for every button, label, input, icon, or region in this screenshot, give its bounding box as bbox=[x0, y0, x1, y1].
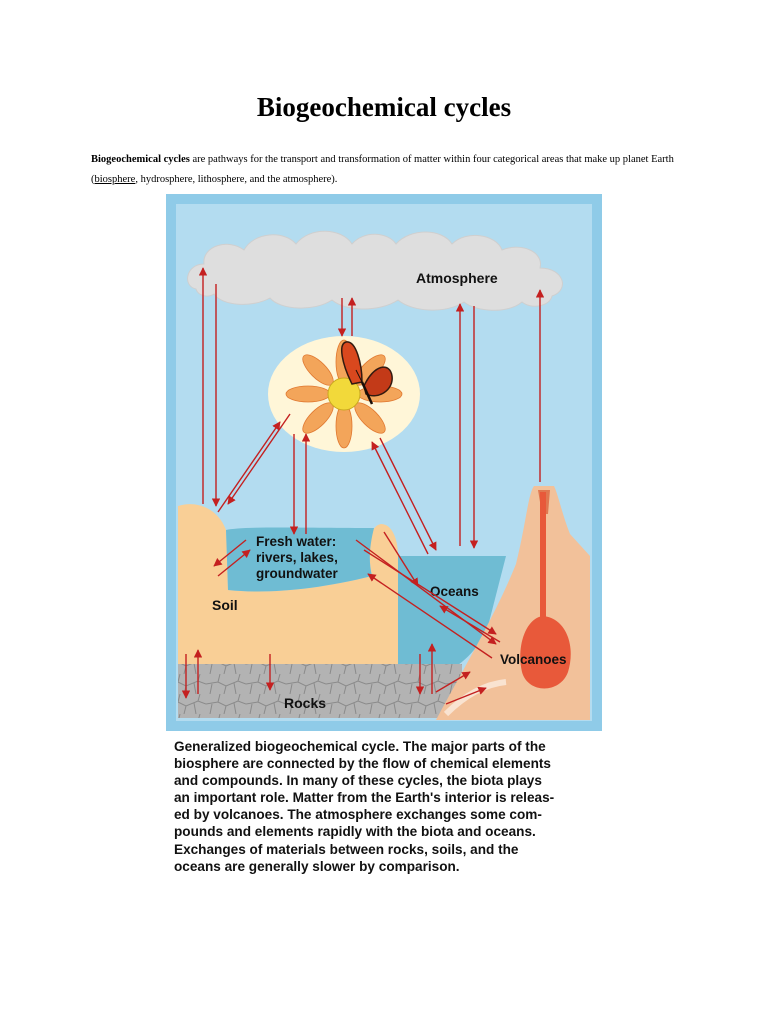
atmosphere-cloud bbox=[187, 230, 563, 311]
butterfly-icon bbox=[340, 341, 393, 405]
caption-line: biosphere are connected by the flow of c… bbox=[174, 756, 551, 772]
cycle-diagram: Atmosphere bbox=[166, 194, 602, 731]
label-soil: Soil bbox=[212, 597, 238, 613]
intro-paragraph: Biogeochemical cycles are pathways for t… bbox=[91, 150, 691, 190]
caption-line: oceans are generally slower by compariso… bbox=[174, 858, 460, 874]
intro-text-1: are pathways for the transport and trans… bbox=[91, 154, 674, 185]
page-title: Biogeochemical cycles bbox=[256, 92, 512, 122]
label-fresh-water-1: Fresh water: bbox=[256, 534, 336, 549]
rocks bbox=[178, 664, 462, 718]
magma-chamber bbox=[520, 616, 571, 689]
label-atmosphere: Atmosphere bbox=[416, 270, 498, 286]
caption-line: ed by volcanoes. The atmosphere exchange… bbox=[174, 807, 542, 823]
label-fresh-water-3: groundwater bbox=[256, 566, 338, 581]
biogeochemical-cycle-figure: Atmosphere bbox=[166, 194, 602, 731]
biosphere-link[interactable]: biosphere bbox=[94, 174, 136, 185]
caption-line: Exchanges of materials between rocks, so… bbox=[174, 841, 519, 857]
fresh-water bbox=[226, 527, 374, 592]
flow-arrows bbox=[181, 267, 545, 705]
label-volcanoes: Volcanoes bbox=[500, 652, 567, 667]
caption-line: an important role. Matter from the Earth… bbox=[174, 790, 555, 806]
oceans bbox=[398, 556, 506, 674]
soil bbox=[178, 504, 398, 664]
figure-caption: Generalized biogeochemical cycle. The ma… bbox=[174, 738, 604, 875]
caption-line: pounds and elements rapidly with the bio… bbox=[174, 824, 536, 840]
label-fresh-water-2: rivers, lakes, bbox=[256, 550, 338, 565]
caption-line: and compounds. In many of these cycles, … bbox=[174, 773, 542, 789]
intro-text-2: , hydrosphere, lithosphere, and the atmo… bbox=[135, 174, 338, 185]
label-rocks: Rocks bbox=[284, 695, 326, 711]
intro-term: Biogeochemical cycles bbox=[91, 154, 190, 165]
magma-conduit bbox=[540, 492, 546, 622]
caption-line: Generalized biogeochemical cycle. The ma… bbox=[174, 739, 546, 754]
label-oceans: Oceans bbox=[430, 584, 479, 599]
